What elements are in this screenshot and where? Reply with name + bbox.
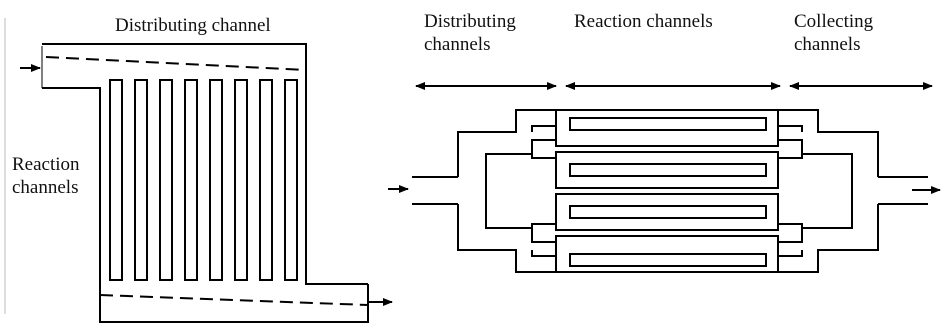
reaction-channel — [110, 80, 122, 280]
reaction-block-right-wall — [306, 88, 368, 284]
distributing-channels-label-line2: channels — [424, 34, 491, 55]
distributing-channel-label: Distributing channel — [115, 15, 271, 36]
reaction-channels-label-line1: Reaction — [12, 154, 80, 175]
reaction-channel — [160, 80, 172, 280]
reaction-channel — [210, 80, 222, 280]
reaction-channel — [135, 80, 147, 280]
reaction-channel — [556, 236, 778, 272]
reaction-channel-core — [570, 164, 766, 176]
left-diagram — [5, 18, 393, 322]
reaction-channel — [556, 152, 778, 188]
right-diagram — [388, 82, 941, 272]
reaction-channel-core — [570, 254, 766, 266]
reaction-channel — [235, 80, 247, 280]
reaction-channel — [556, 110, 778, 146]
reaction-channel — [556, 194, 778, 230]
reaction-channel-core — [570, 118, 766, 130]
reaction-channel-core — [570, 206, 766, 218]
collecting-tree — [778, 110, 878, 272]
distributing-channels-label: Distributing channels — [424, 10, 516, 56]
distributing-channels-label-line1: Distributing — [424, 11, 516, 32]
distributing-channel-flow-dash — [46, 57, 306, 70]
collecting-channel-flow-dash — [100, 295, 368, 305]
reaction-channels-label: Reaction channels — [12, 153, 80, 199]
collecting-channels-label-line2: channels — [794, 34, 861, 55]
reaction-channels-label-line2: channels — [12, 177, 79, 198]
distributing-channel-outline — [42, 44, 306, 300]
collecting-channels-label-line1: Collecting — [794, 11, 874, 32]
reaction-channel — [285, 80, 297, 280]
reaction-channels-header-label: Reaction channels — [574, 11, 713, 32]
reaction-channel — [185, 80, 197, 280]
distributing-tree — [458, 110, 556, 272]
collecting-channels-label: Collecting channels — [794, 10, 873, 56]
reaction-channel — [260, 80, 272, 280]
